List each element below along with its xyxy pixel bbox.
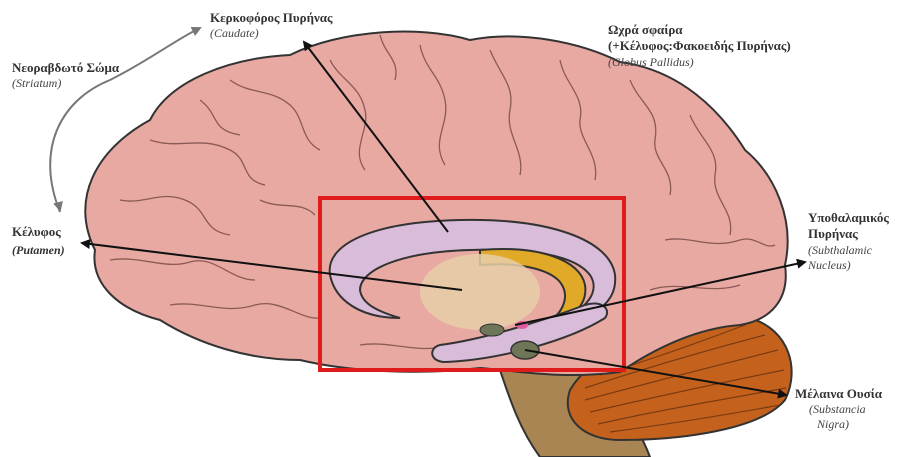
nigra-latin-2: Nigra) — [795, 417, 882, 432]
subthalamic-title-2: Πυρήνας — [808, 226, 889, 242]
nigra-title: Μέλαινα Ουσία — [795, 386, 882, 402]
nigra-latin-1: (Substancia — [795, 402, 882, 417]
striatum-label: Νεοραβδωτό Σώμα (Striatum) — [12, 60, 119, 91]
putamen — [420, 254, 540, 330]
subthalamic-latin-1: (Subthalamic — [808, 243, 889, 258]
caudate-latin: (Caudate) — [210, 26, 333, 41]
striatum-latin: (Striatum) — [12, 76, 119, 91]
subthalamic-label: Υποθαλαμικός Πυρήνας (Subthalamic Nucleu… — [808, 210, 889, 273]
putamen-label: Κέλυφος (Putamen) — [12, 224, 65, 260]
globus-title-2: (+Κέλυφος:Φακοειδής Πυρήνας) — [608, 38, 791, 54]
globus-title-1: Ωχρά σφαίρα — [608, 22, 791, 38]
caudate-label: Κερκοφόρος Πυρήνας (Caudate) — [210, 10, 333, 41]
subthalamic-latin-2: Nucleus) — [808, 258, 889, 273]
striatum-title: Νεοραβδωτό Σώμα — [12, 60, 119, 76]
caudate-title: Κερκοφόρος Πυρήνας — [210, 10, 333, 26]
globus-latin: (Globus Pallidus) — [608, 55, 791, 70]
putamen-title: Κέλυφος — [12, 224, 65, 240]
globus-label: Ωχρά σφαίρα (+Κέλυφος:Φακοειδής Πυρήνας)… — [608, 22, 791, 70]
nigra-label: Μέλαινα Ουσία (Substancia Nigra) — [795, 386, 882, 432]
putamen-latin: (Putamen) — [12, 243, 65, 257]
subthalamic-title-1: Υποθαλαμικός — [808, 210, 889, 226]
subthalamic-nucleus — [480, 324, 504, 336]
